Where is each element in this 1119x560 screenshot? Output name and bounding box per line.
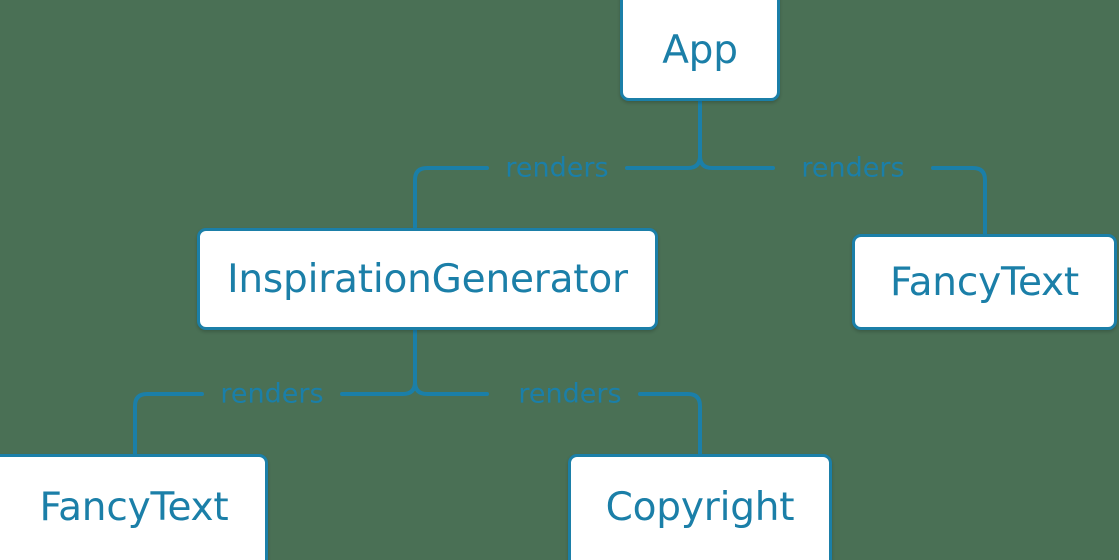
node-inspiration-generator-label: InspirationGenerator xyxy=(227,256,628,302)
edge-label-ig-to-fancytext-bottom: renders xyxy=(220,378,324,410)
node-app[interactable]: App xyxy=(620,0,780,101)
node-inspiration-generator[interactable]: InspirationGenerator xyxy=(197,228,658,330)
node-fancytext-bottom[interactable]: FancyText xyxy=(0,454,268,560)
edge-label-app-to-fancytext-right: renders xyxy=(801,152,905,184)
node-copyright-label: Copyright xyxy=(605,484,795,530)
node-copyright[interactable]: Copyright xyxy=(568,454,832,560)
node-fancytext-right-label: FancyText xyxy=(889,259,1080,305)
node-fancytext-right[interactable]: FancyText xyxy=(852,234,1117,330)
node-fancytext-bottom-label: FancyText xyxy=(39,484,229,530)
edge-label-ig-to-copyright: renders xyxy=(518,378,622,410)
node-app-label: App xyxy=(662,28,738,73)
edge-label-app-to-inspiration-generator: renders xyxy=(505,152,609,184)
